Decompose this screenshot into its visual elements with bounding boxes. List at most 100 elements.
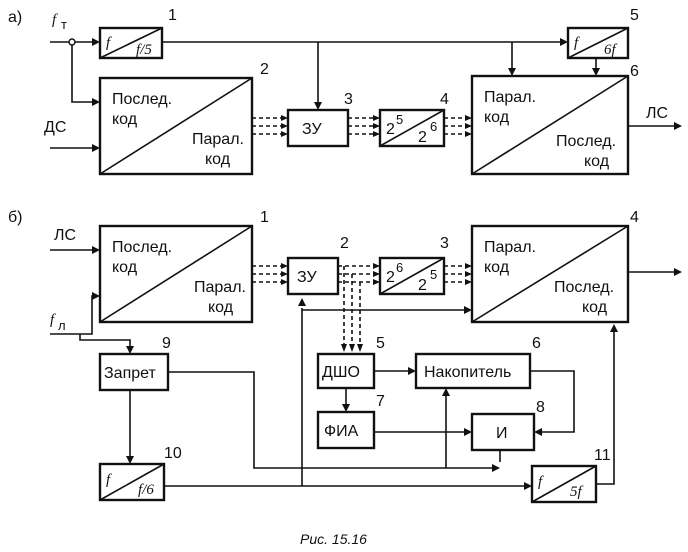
a-bus-conv-ps bbox=[444, 115, 472, 137]
b-divider-block: f f/6 10 bbox=[98, 445, 182, 502]
diagram-b-label: б) bbox=[8, 209, 23, 226]
arrow-head bbox=[126, 346, 134, 354]
svg-text:11: 11 bbox=[594, 447, 611, 464]
arrow-head bbox=[464, 306, 472, 314]
input-ds-label: ДС bbox=[44, 119, 66, 136]
arrow-head bbox=[298, 298, 306, 306]
svg-text:код: код bbox=[582, 299, 608, 316]
mul-to-ps-line bbox=[596, 332, 615, 485]
svg-text:5f: 5f bbox=[570, 484, 584, 500]
svg-text:код: код bbox=[205, 151, 231, 168]
svg-text:ЗУ: ЗУ bbox=[302, 121, 322, 138]
diagram-a-label: а) bbox=[8, 9, 22, 26]
svg-text:6: 6 bbox=[630, 63, 639, 80]
diagram-a: а) f т ДС f f/5 1 По bbox=[8, 7, 682, 176]
svg-text:4: 4 bbox=[440, 91, 449, 108]
arrow-head bbox=[674, 268, 682, 276]
b-converter-block: 2 6 2 5 3 bbox=[378, 235, 449, 296]
arrow-head bbox=[610, 324, 618, 332]
a-converter-block: 2 5 2 6 4 bbox=[378, 91, 449, 148]
input-ls-label: ЛС bbox=[54, 227, 76, 244]
svg-text:4: 4 bbox=[630, 209, 639, 226]
svg-text:2: 2 bbox=[418, 277, 427, 294]
svg-text:Послед.: Послед. bbox=[556, 133, 616, 150]
b-serial-parallel-block: Послед. код Парал. код 1 bbox=[98, 209, 269, 324]
svg-text:5: 5 bbox=[630, 7, 639, 24]
svg-text:Послед.: Послед. bbox=[112, 91, 172, 108]
input-clock-label: f bbox=[52, 12, 58, 28]
arrow-head bbox=[314, 102, 322, 110]
svg-text:6f: 6f bbox=[604, 42, 618, 58]
svg-text:Парал.: Парал. bbox=[194, 279, 246, 296]
arrow-head bbox=[560, 38, 568, 46]
svg-text:Парал.: Парал. bbox=[484, 239, 536, 256]
b-accumulator-block: Накопитель 6 bbox=[414, 335, 541, 390]
arrow-head bbox=[92, 38, 100, 46]
arrow-head bbox=[524, 482, 532, 490]
arrow-head bbox=[464, 428, 472, 436]
clock-to-block-line bbox=[79, 334, 131, 348]
input-clock-sub: т bbox=[61, 17, 67, 32]
arrow-head bbox=[92, 144, 100, 152]
svg-text:1: 1 bbox=[168, 7, 177, 24]
svg-text:6: 6 bbox=[532, 335, 541, 352]
a-serial-parallel-block: Послед. код Парал. код 2 bbox=[98, 61, 269, 176]
svg-text:Послед.: Послед. bbox=[112, 239, 172, 256]
arrow-head bbox=[592, 68, 600, 76]
svg-text:ЗУ: ЗУ bbox=[297, 269, 317, 286]
svg-text:2: 2 bbox=[386, 121, 395, 138]
svg-text:ДШО: ДШО bbox=[322, 364, 360, 381]
diagram-b: б) ЛС f л Послед. код Парал. код 1 bbox=[8, 209, 682, 504]
svg-text:5: 5 bbox=[396, 112, 403, 127]
arrow-head bbox=[126, 456, 134, 464]
arrow-head bbox=[674, 122, 682, 130]
b-multiplier-block: f 5f 11 bbox=[530, 447, 611, 504]
arrow-head bbox=[92, 246, 100, 254]
inhibit-control-line bbox=[168, 371, 494, 469]
svg-text:5: 5 bbox=[430, 267, 437, 282]
svg-text:И: И bbox=[496, 425, 508, 442]
b-and-gate-block: И 8 bbox=[470, 399, 545, 452]
arrow-head bbox=[442, 388, 450, 396]
svg-text:9: 9 bbox=[162, 335, 171, 352]
svg-text:6: 6 bbox=[430, 119, 437, 134]
svg-text:10: 10 bbox=[164, 445, 182, 462]
b-memory-block: ЗУ 2 bbox=[286, 235, 349, 296]
svg-text:2: 2 bbox=[260, 61, 269, 78]
svg-text:1: 1 bbox=[260, 209, 269, 226]
b-bus-mem-conv bbox=[338, 263, 380, 352]
clock-to-sp-line bbox=[71, 45, 96, 103]
arrow-head bbox=[408, 367, 416, 375]
svg-text:Запрет: Запрет bbox=[104, 365, 156, 382]
svg-text:2: 2 bbox=[386, 269, 395, 286]
svg-text:5: 5 bbox=[376, 335, 385, 352]
svg-text:Накопитель: Накопитель bbox=[424, 364, 511, 381]
svg-text:Парал.: Парал. bbox=[484, 89, 536, 106]
b-decoder-block: ДШО 5 bbox=[316, 335, 385, 390]
svg-text:2: 2 bbox=[418, 129, 427, 146]
arrow-head bbox=[508, 68, 516, 76]
b-parallel-serial-block: Парал. код Послед. код 4 bbox=[470, 209, 639, 324]
arrow-head bbox=[92, 292, 100, 300]
svg-text:код: код bbox=[112, 111, 138, 128]
svg-text:код: код bbox=[112, 259, 138, 276]
arrow-head bbox=[92, 98, 100, 106]
svg-text:код: код bbox=[208, 299, 234, 316]
a-bus-mem-conv bbox=[348, 115, 380, 137]
a-multiplier-block: f 6f 5 bbox=[566, 7, 639, 60]
svg-text:f: f bbox=[574, 35, 580, 51]
arrow-head bbox=[342, 404, 350, 412]
svg-text:f: f bbox=[106, 35, 112, 51]
output-ls-label: ЛС bbox=[646, 105, 668, 122]
svg-text:ФИА: ФИА bbox=[324, 423, 359, 440]
svg-text:2: 2 bbox=[340, 235, 349, 252]
svg-text:f: f bbox=[538, 474, 544, 490]
b-inhibit-block: Запрет 9 bbox=[98, 335, 171, 392]
svg-text:f/6: f/6 bbox=[138, 482, 154, 498]
svg-text:код: код bbox=[484, 259, 510, 276]
b-bus-sp-mem bbox=[252, 263, 288, 285]
arrow-head bbox=[492, 464, 500, 472]
arrow-head bbox=[534, 428, 542, 436]
input-clock-sub: л bbox=[58, 318, 66, 333]
a-bus-sp-mem bbox=[252, 115, 288, 137]
